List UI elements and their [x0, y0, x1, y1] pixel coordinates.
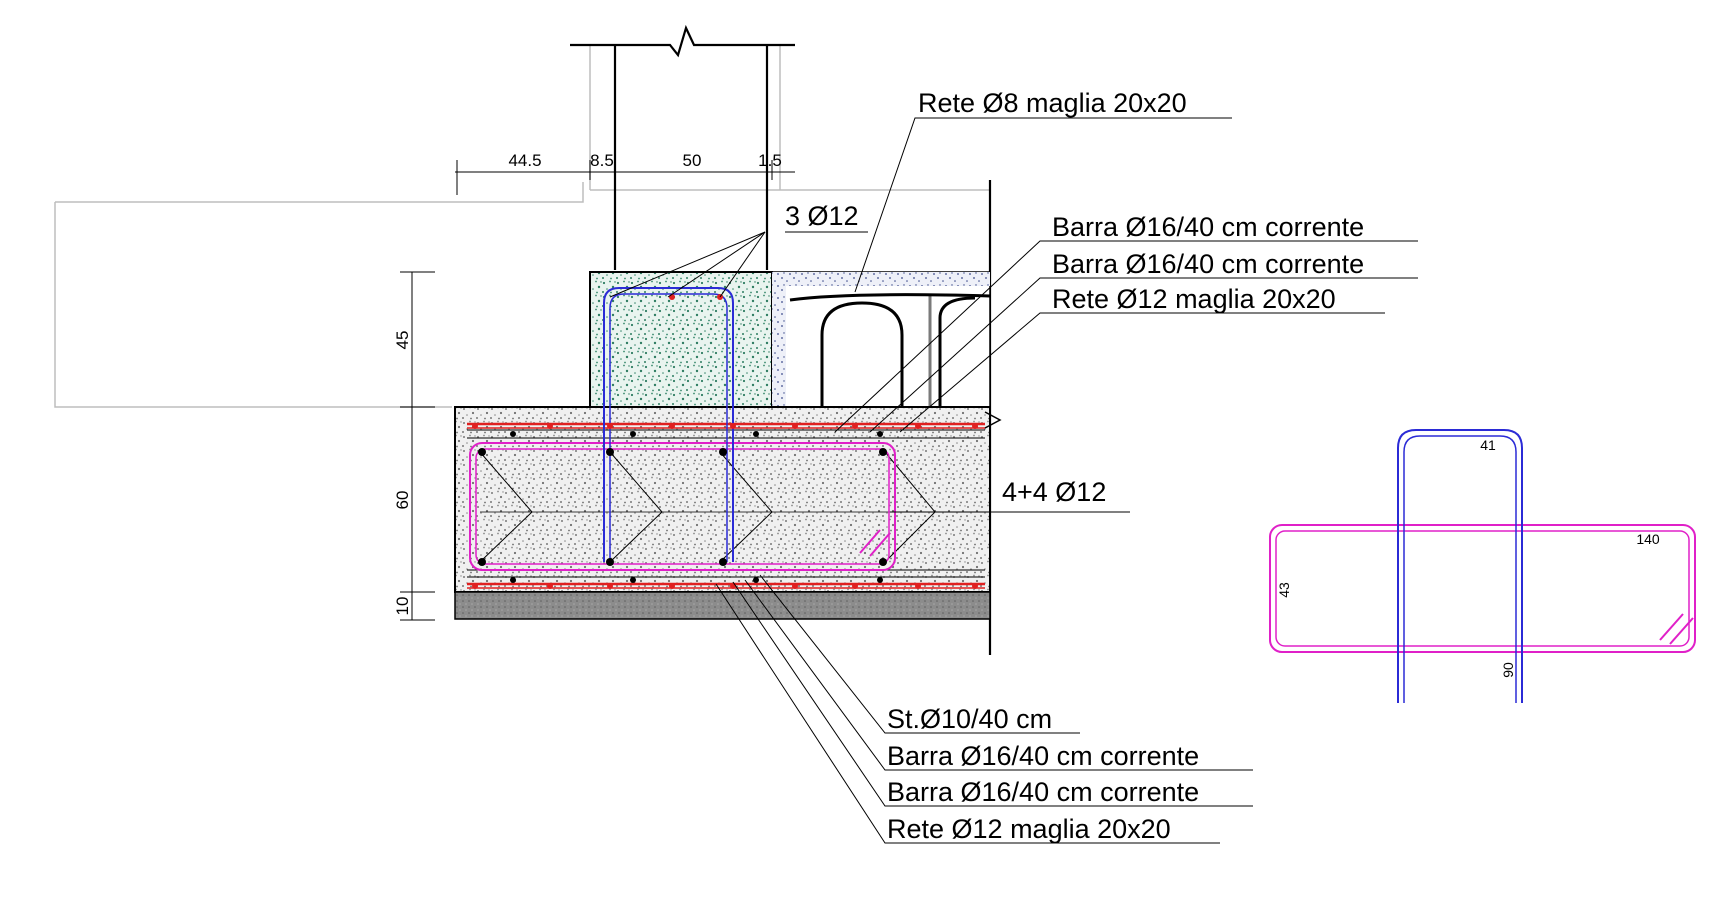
- detail-stirrup-height-dim: 43: [1276, 582, 1292, 598]
- left-dimensions: 45 60 10: [393, 271, 435, 621]
- label-3-bars: 3 Ø12: [785, 201, 859, 231]
- label-barra-2: Barra Ø16/40 cm corrente: [1052, 249, 1364, 279]
- plinth-concrete: [589, 271, 773, 408]
- adjacent-outline: [54, 45, 990, 408]
- label-barra-4: Barra Ø16/40 cm corrente: [887, 777, 1199, 807]
- lean-concrete: [454, 591, 991, 620]
- longitudinal-bars: [478, 431, 887, 583]
- label-barra-1: Barra Ø16/40 cm corrente: [1052, 212, 1364, 242]
- detail-u-bar: [1397, 429, 1523, 703]
- dim-8-5: 8.5: [590, 151, 614, 170]
- label-4-4-bars: 4+4 Ø12: [1002, 477, 1106, 507]
- label-barra-3: Barra Ø16/40 cm corrente: [887, 741, 1199, 771]
- column: [570, 24, 795, 270]
- label-stirrup: St.Ø10/40 cm: [887, 704, 1052, 734]
- slab-with-void-formers: [771, 271, 991, 408]
- detail-u-leg-dim: 90: [1500, 662, 1516, 678]
- dim-45: 45: [393, 331, 412, 350]
- label-rete-8: Rete Ø8 maglia 20x20: [918, 88, 1187, 118]
- dim-10: 10: [393, 597, 412, 616]
- detail-stirrup-width-dim: 140: [1636, 531, 1660, 547]
- detail-u-top-dim: 41: [1480, 437, 1496, 453]
- top-reinforcement: [467, 422, 985, 439]
- top-dimensions: 44.5 8.5 50 1.5: [455, 151, 795, 195]
- dim-60: 60: [393, 491, 412, 510]
- leader-lines: [609, 117, 1418, 844]
- break-symbol: [984, 411, 1002, 429]
- dim-1-5: 1.5: [758, 151, 782, 170]
- u-bar-section: [603, 287, 734, 562]
- rebar-bending-detail: 41 140 43 90: [1269, 429, 1696, 703]
- dim-50: 50: [683, 151, 702, 170]
- label-rete-12-bottom: Rete Ø12 maglia 20x20: [887, 814, 1171, 844]
- dim-44-5: 44.5: [508, 151, 541, 170]
- label-rete-12-top: Rete Ø12 maglia 20x20: [1052, 284, 1336, 314]
- stirrup-section: [469, 442, 896, 571]
- detail-stirrup: [1269, 524, 1696, 653]
